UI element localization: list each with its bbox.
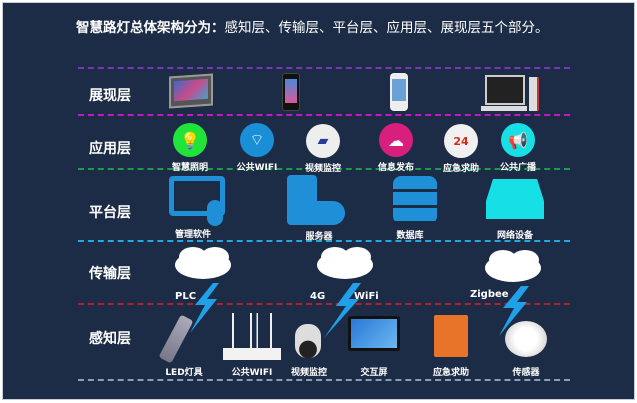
protocol-4g: 4G (310, 291, 326, 302)
cloud-shape (301, 201, 345, 225)
app-label: 智慧照明 (171, 163, 209, 173)
divider-blue (78, 240, 570, 242)
mouse-icon (207, 200, 223, 226)
smartphone-white-icon (390, 73, 408, 111)
layer-label-display: 展现层 (89, 88, 131, 104)
database-icon (393, 176, 437, 224)
emergency-box-icon (434, 315, 468, 357)
megaphone-icon: 📢 (501, 123, 535, 157)
app-label: 应急求助 (442, 164, 480, 174)
perception-label: 公共WIFI (231, 368, 273, 378)
phone-24-icon: 24 (444, 124, 478, 158)
desktop-computer-icon (485, 75, 525, 105)
divider-magenta (78, 114, 570, 116)
touch-screen-icon (348, 316, 400, 351)
perception-label: 传感器 (512, 368, 540, 378)
protocol-zigbee: Zigbee (470, 289, 509, 300)
camera-icon: ▰ (306, 124, 340, 158)
cloud-icon (485, 250, 541, 282)
protocol-wifi: WiFi (354, 291, 379, 302)
platform-label: 服务器 (305, 232, 333, 242)
computer-mouse-icon (169, 176, 225, 216)
protocol-plc: PLC (175, 291, 197, 302)
lightbulb-icon: 💡 (173, 123, 207, 157)
divider-red (78, 303, 570, 305)
layer-label-transport: 传输层 (89, 266, 131, 282)
transport-graphics (175, 247, 541, 338)
divider-green (78, 168, 570, 170)
pc-tower-icon (529, 77, 539, 111)
diagram-title: 智慧路灯总体架构分为：感知层、传输层、平台层、应用层、展现层五个部分。 (76, 20, 549, 36)
layer-label-platform: 平台层 (89, 205, 131, 221)
keyboard-icon (481, 106, 527, 111)
cloud-icon (317, 247, 373, 279)
cloud-icon (175, 247, 231, 279)
smoke-sensor-icon (505, 321, 547, 357)
network-device-icon (486, 179, 544, 219)
perception-label: 视频监控 (290, 368, 328, 378)
layer-label-perception: 感知层 (89, 331, 131, 347)
perception-label: 交互屏 (360, 368, 388, 378)
dome-camera-icon (295, 324, 321, 358)
router-antennas (232, 313, 272, 349)
app-label: 公共WIFI (236, 163, 278, 173)
lightning-bolt-icon (190, 283, 219, 333)
perception-label: 应急求助 (432, 368, 470, 378)
app-label: 视频监控 (304, 164, 342, 174)
divider-purple (78, 67, 570, 69)
perception-label: LED灯具 (165, 368, 203, 378)
layer-label-application: 应用层 (89, 141, 131, 157)
router-icon (223, 348, 281, 360)
platform-label: 管理软件 (174, 230, 212, 240)
lightning-bolt-icon (499, 286, 529, 336)
app-label: 信息发布 (377, 163, 415, 173)
cloud-upload-icon: ☁ (379, 123, 413, 157)
app-label: 公共广播 (499, 163, 537, 173)
platform-label: 数据库 (396, 231, 424, 241)
divider-grey (78, 379, 570, 381)
smartphone-black-icon (282, 73, 300, 111)
platform-label: 网络设备 (496, 231, 534, 241)
wifi-icon: ⌔ (240, 123, 274, 157)
